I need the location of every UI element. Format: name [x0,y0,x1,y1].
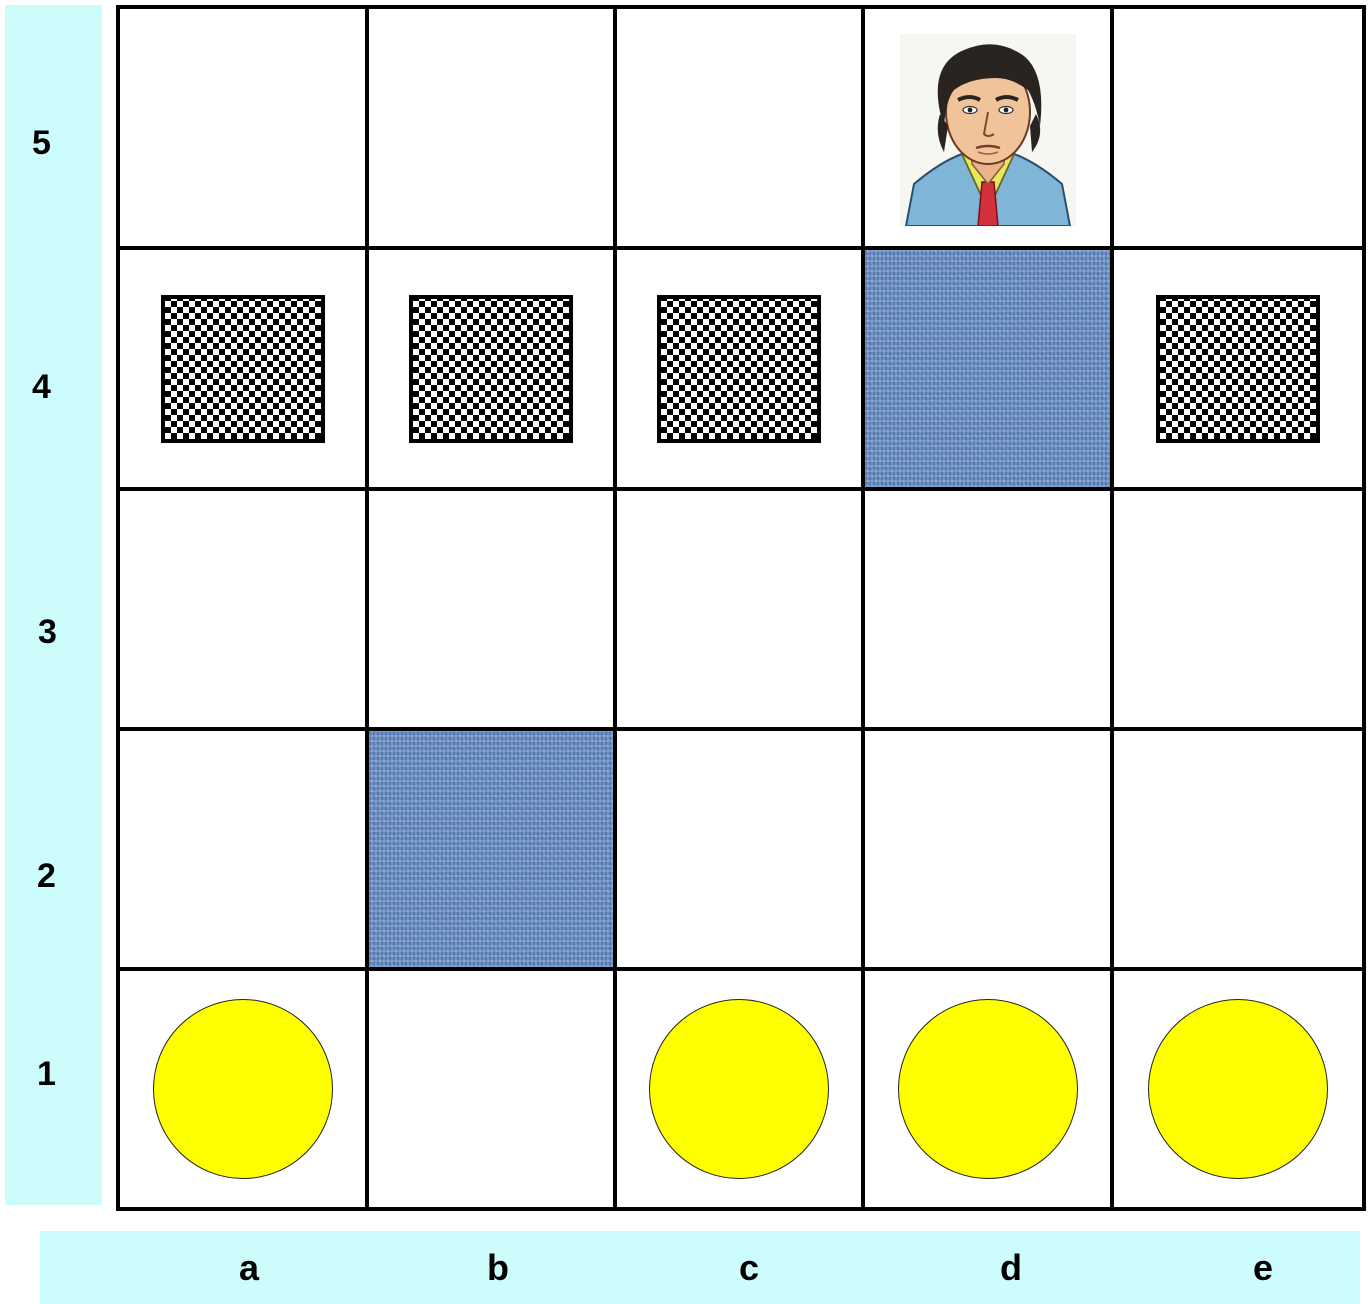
square-e3[interactable] [1110,487,1366,731]
square-e2[interactable] [1110,727,1366,971]
square-a2[interactable] [116,727,369,971]
man-portrait-icon [900,34,1076,226]
checkered-block-e4 [1156,295,1320,443]
file-label-strip: a b c d e [40,1231,1360,1304]
coin-e1[interactable] [1148,999,1328,1179]
rank-label-1: 1 [0,1054,95,1094]
rank-label-strip: 5 4 3 2 1 [5,5,102,1205]
coin-c1[interactable] [649,999,829,1179]
file-label-d: d [981,1231,1041,1304]
game-board [116,5,1362,1207]
checkered-block-a4 [161,295,325,443]
file-label-e: e [1233,1231,1293,1304]
rank-label-5: 5 [0,123,90,163]
file-label-c: c [719,1231,779,1304]
rank-label-3: 3 [0,612,96,652]
square-d2[interactable] [861,727,1114,971]
square-b1[interactable] [365,967,617,1211]
file-label-a: a [219,1231,279,1304]
rank-label-4: 4 [0,367,90,407]
checkered-block-c4 [657,295,821,443]
coin-d1[interactable] [898,999,1078,1179]
square-d3[interactable] [861,487,1114,731]
square-e5[interactable] [1110,5,1366,250]
square-a3[interactable] [116,487,369,731]
square-b3[interactable] [365,487,617,731]
square-c5[interactable] [613,5,865,250]
square-b5[interactable] [365,5,617,250]
file-label-b: b [468,1231,528,1304]
coin-a1[interactable] [153,999,333,1179]
checkered-block-b4 [409,295,573,443]
square-a5[interactable] [116,5,369,250]
square-c3[interactable] [613,487,865,731]
blue-cloth-square-d4[interactable] [861,246,1114,491]
rank-label-2: 2 [0,856,95,896]
blue-cloth-square-b2[interactable] [365,727,617,971]
square-c2[interactable] [613,727,865,971]
